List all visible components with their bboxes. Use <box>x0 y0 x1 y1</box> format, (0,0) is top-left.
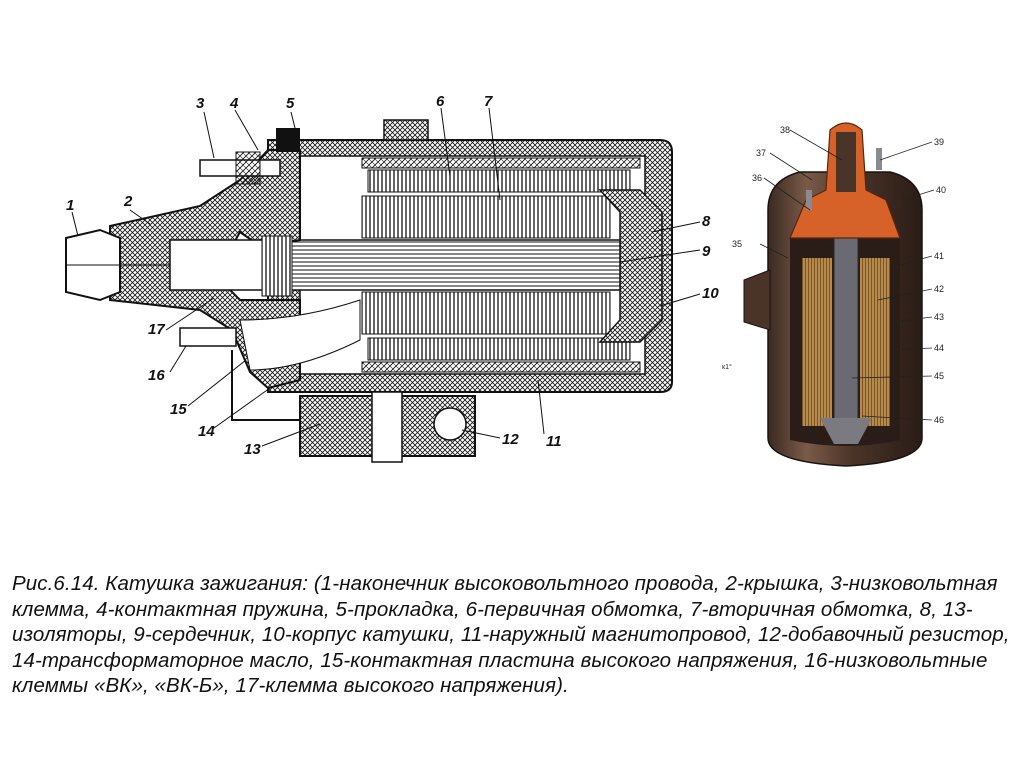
secondary-winding-illus <box>802 258 832 426</box>
label-13: 13 <box>244 441 261 458</box>
primary-winding-bottom <box>367 337 631 361</box>
label-8: 8 <box>702 213 711 230</box>
label-4: 4 <box>229 95 239 112</box>
figure-caption: Рис.6.14. Катушка зажигания: (1-наконечн… <box>12 572 1010 698</box>
left-labels: 1 2 3 4 5 6 7 8 9 10 11 12 13 14 15 16 1… <box>66 93 719 458</box>
label-1: 1 <box>66 197 74 214</box>
label-2: 2 <box>123 193 133 210</box>
transformer-oil <box>239 299 361 371</box>
label-36: 36 <box>752 173 762 183</box>
label-35: 35 <box>732 239 742 249</box>
label-7: 7 <box>484 93 493 110</box>
label-40: 40 <box>936 185 946 195</box>
label-41: 41 <box>934 251 944 261</box>
contact-spring <box>261 235 293 297</box>
label-16: 16 <box>148 367 165 384</box>
label-12: 12 <box>502 431 519 448</box>
label-37: 37 <box>756 148 766 158</box>
right-leader-lines <box>759 129 935 421</box>
label-3: 3 <box>196 95 205 112</box>
label-43: 43 <box>934 312 944 322</box>
label-45: 45 <box>934 371 944 381</box>
label-38: 38 <box>780 125 790 135</box>
label-5: 5 <box>286 95 295 112</box>
additional-resistor <box>433 407 467 441</box>
core <box>289 239 621 291</box>
label-14: 14 <box>198 423 215 440</box>
core-illus <box>833 231 859 429</box>
mounting-bracket <box>743 269 771 331</box>
coil-cross-section <box>65 119 673 463</box>
label-39: 39 <box>934 137 944 147</box>
left-leader-lines <box>71 107 701 447</box>
label-10: 10 <box>702 285 719 302</box>
label-17: 17 <box>148 321 165 338</box>
mark-k1: к1° <box>722 363 732 371</box>
label-9: 9 <box>702 243 711 260</box>
label-44: 44 <box>934 343 944 353</box>
outer-magnetic-circuit <box>361 157 641 169</box>
secondary-winding-bottom <box>361 291 611 335</box>
label-15: 15 <box>170 401 187 418</box>
secondary-winding-top <box>361 195 611 239</box>
gasket <box>276 128 300 152</box>
right-labels: 38 37 36 39 40 35 41 42 43 44 45 46 к1° <box>722 125 946 425</box>
label-42: 42 <box>934 284 944 294</box>
coil-cutaway-illustration <box>743 122 923 467</box>
lv-terminal-bottom <box>179 327 237 347</box>
label-46: 46 <box>934 415 944 425</box>
hv-terminal <box>169 239 266 291</box>
label-11: 11 <box>546 433 562 450</box>
hv-contact-plate <box>231 350 300 421</box>
label-6: 6 <box>436 93 445 110</box>
